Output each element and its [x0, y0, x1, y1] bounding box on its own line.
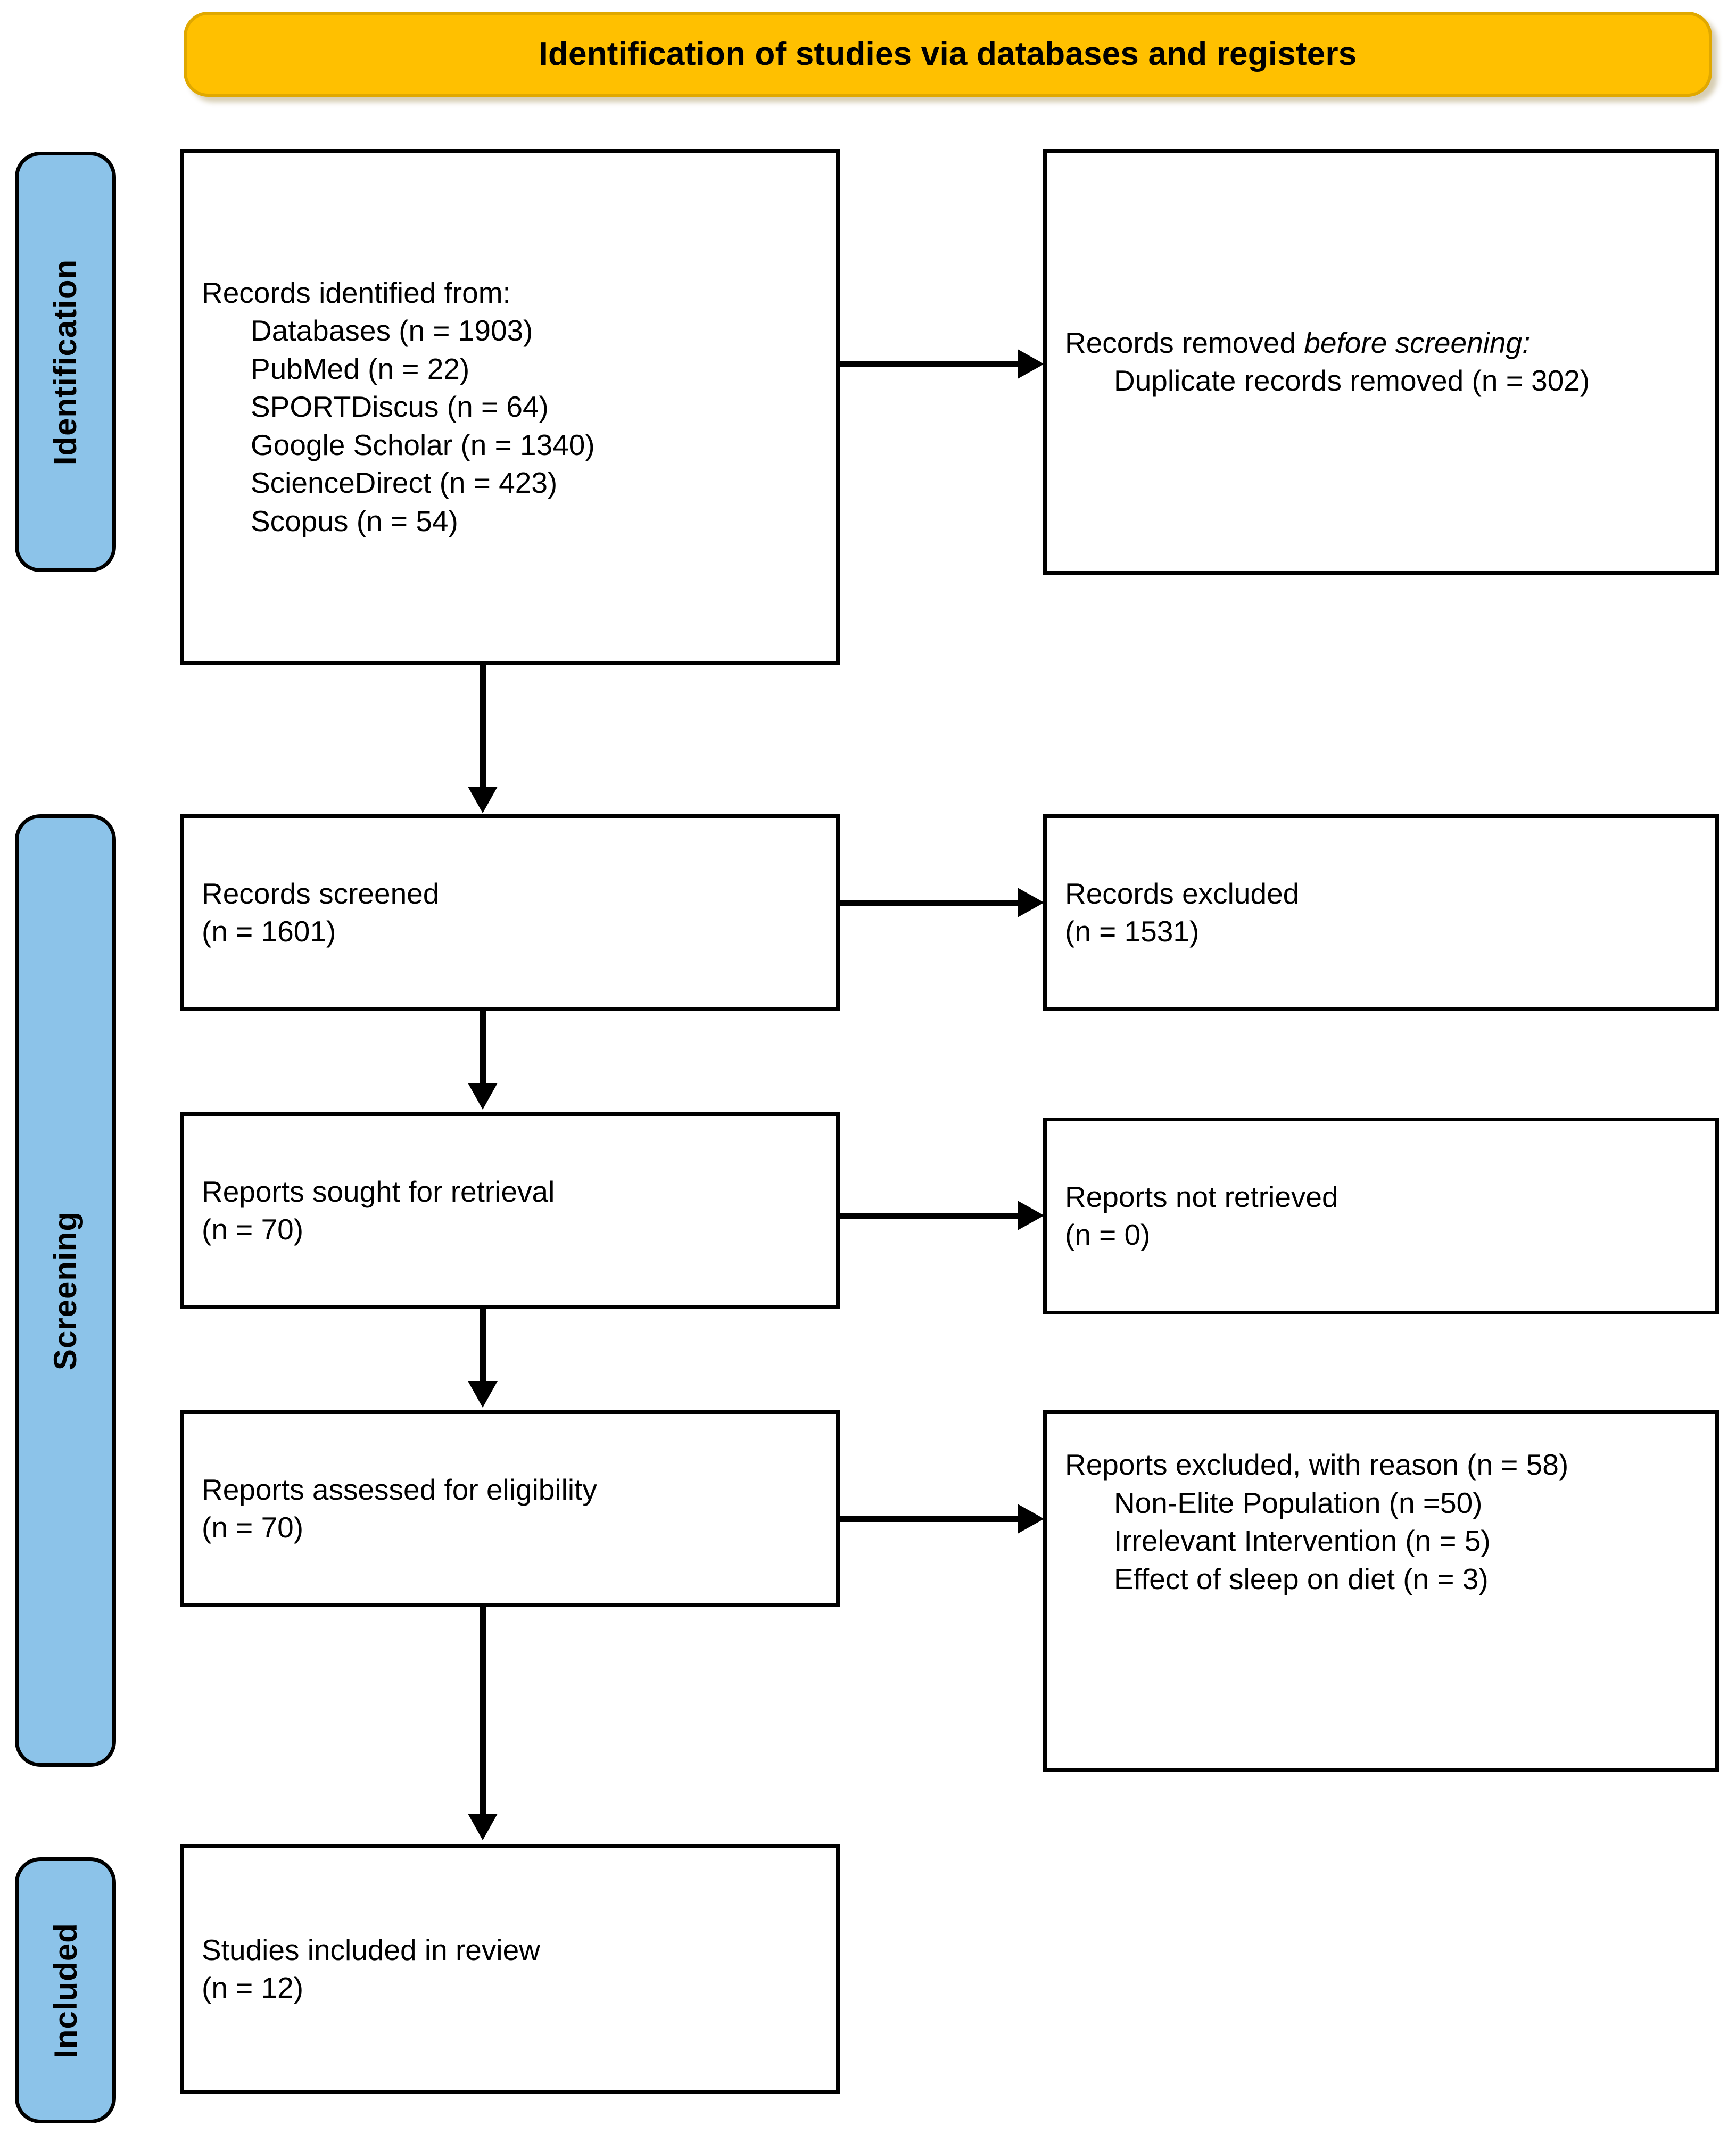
phase-label-screening: Screening	[47, 1211, 84, 1370]
records-identified-item-sciencedirect: ScienceDirect (n = 423)	[251, 466, 558, 500]
connector-screened-to-sought-head	[468, 1083, 498, 1110]
connector-identified-to-removed-shaft	[840, 361, 1021, 367]
connector-identified-to-removed-head	[1018, 349, 1044, 379]
records-excluded-line1: Records excluded	[1065, 876, 1300, 910]
connector-sought-to-assessed-head	[468, 1381, 498, 1408]
records-removed-item-duplicates: Duplicate records removed (n = 302)	[1114, 364, 1590, 397]
records-removed-lead-italic: before screening	[1304, 326, 1523, 359]
box-reports-sought-content: Reports sought for retrieval (n = 70)	[184, 1173, 836, 1249]
diagram-title: Identification of studies via databases …	[539, 35, 1357, 72]
box-reports-assessed-content: Reports assessed for eligibility (n = 70…	[184, 1471, 836, 1547]
box-reports-excluded-with-reason: Reports excluded, with reason (n = 58) N…	[1043, 1410, 1719, 1772]
box-records-identified: Records identified from: Databases (n = …	[180, 149, 840, 665]
connector-screened-to-excluded-head	[1018, 888, 1044, 917]
records-identified-item-databases: Databases (n = 1903)	[251, 314, 533, 348]
connector-identified-to-screened-shaft	[480, 665, 486, 801]
box-records-excluded: Records excluded (n = 1531)	[1043, 814, 1719, 1011]
phase-tab-included: Included	[15, 1857, 116, 2123]
connector-identified-to-screened-head	[468, 787, 498, 813]
reports-excluded-reason-irrelevant-intervention: Irrelevant Intervention (n = 5)	[1114, 1524, 1491, 1557]
reports-excluded-reason-non-elite: Non-Elite Population (n =50)	[1114, 1486, 1483, 1519]
records-identified-item-pubmed: PubMed (n = 22)	[251, 352, 470, 385]
connector-screened-to-excluded-shaft	[840, 900, 1021, 906]
box-studies-included: Studies included in review (n = 12)	[180, 1844, 840, 2094]
reports-sought-line2: (n = 70)	[202, 1213, 304, 1246]
records-identified-item-sportdiscus: SPORTDiscus (n = 64)	[251, 390, 549, 424]
connector-sought-to-not-retrieved-head	[1018, 1201, 1044, 1230]
records-identified-heading: Records identified from:	[202, 276, 511, 309]
records-screened-line2: (n = 1601)	[202, 915, 336, 948]
records-screened-line1: Records screened	[202, 876, 440, 910]
records-excluded-line2: (n = 1531)	[1065, 915, 1200, 948]
phase-tab-screening: Screening	[15, 814, 116, 1767]
box-studies-included-content: Studies included in review (n = 12)	[184, 1931, 836, 2007]
records-identified-item-google-scholar: Google Scholar (n = 1340)	[251, 428, 595, 461]
connector-sought-to-assessed-shaft	[480, 1309, 486, 1394]
box-records-removed-content: Records removed before screening: Duplic…	[1047, 324, 1715, 400]
records-identified-item-scopus: Scopus (n = 54)	[251, 504, 458, 537]
box-records-screened-content: Records screened (n = 1601)	[184, 875, 836, 951]
box-records-excluded-content: Records excluded (n = 1531)	[1047, 875, 1715, 951]
reports-not-retrieved-line1: Reports not retrieved	[1065, 1180, 1338, 1213]
reports-assessed-line1: Reports assessed for eligibility	[202, 1473, 597, 1506]
box-reports-assessed: Reports assessed for eligibility (n = 70…	[180, 1410, 840, 1607]
connector-assessed-to-included-head	[468, 1814, 498, 1840]
phase-label-identification: Identification	[47, 259, 84, 465]
box-records-identified-content: Records identified from: Databases (n = …	[184, 274, 836, 541]
box-records-removed: Records removed before screening: Duplic…	[1043, 149, 1719, 575]
box-reports-not-retrieved: Reports not retrieved (n = 0)	[1043, 1118, 1719, 1314]
box-reports-excluded-with-reason-content: Reports excluded, with reason (n = 58) N…	[1047, 1414, 1715, 1598]
connector-assessed-to-included-shaft	[480, 1607, 486, 1828]
connector-screened-to-sought-shaft	[480, 1011, 486, 1096]
connector-assessed-to-excluded-shaft	[840, 1516, 1021, 1522]
records-removed-lead-plain: Records removed	[1065, 326, 1304, 359]
box-records-screened: Records screened (n = 1601)	[180, 814, 840, 1011]
records-removed-lead-tail: :	[1522, 326, 1531, 359]
connector-assessed-to-excluded-head	[1018, 1504, 1044, 1534]
reports-assessed-line2: (n = 70)	[202, 1511, 304, 1544]
studies-included-line2: (n = 12)	[202, 1971, 304, 2004]
phase-label-included: Included	[47, 1922, 84, 2058]
reports-excluded-reason-sleep-on-diet: Effect of sleep on diet (n = 3)	[1114, 1562, 1489, 1595]
phase-tab-identification: Identification	[15, 152, 116, 572]
reports-sought-line1: Reports sought for retrieval	[202, 1174, 555, 1208]
diagram-header-banner: Identification of studies via databases …	[184, 12, 1712, 97]
reports-not-retrieved-line2: (n = 0)	[1065, 1218, 1151, 1251]
box-reports-not-retrieved-content: Reports not retrieved (n = 0)	[1047, 1178, 1715, 1254]
connector-sought-to-not-retrieved-shaft	[840, 1213, 1021, 1219]
reports-excluded-lead: Reports excluded, with reason (n = 58)	[1065, 1448, 1569, 1481]
studies-included-line1: Studies included in review	[202, 1933, 540, 1966]
box-reports-sought: Reports sought for retrieval (n = 70)	[180, 1112, 840, 1309]
